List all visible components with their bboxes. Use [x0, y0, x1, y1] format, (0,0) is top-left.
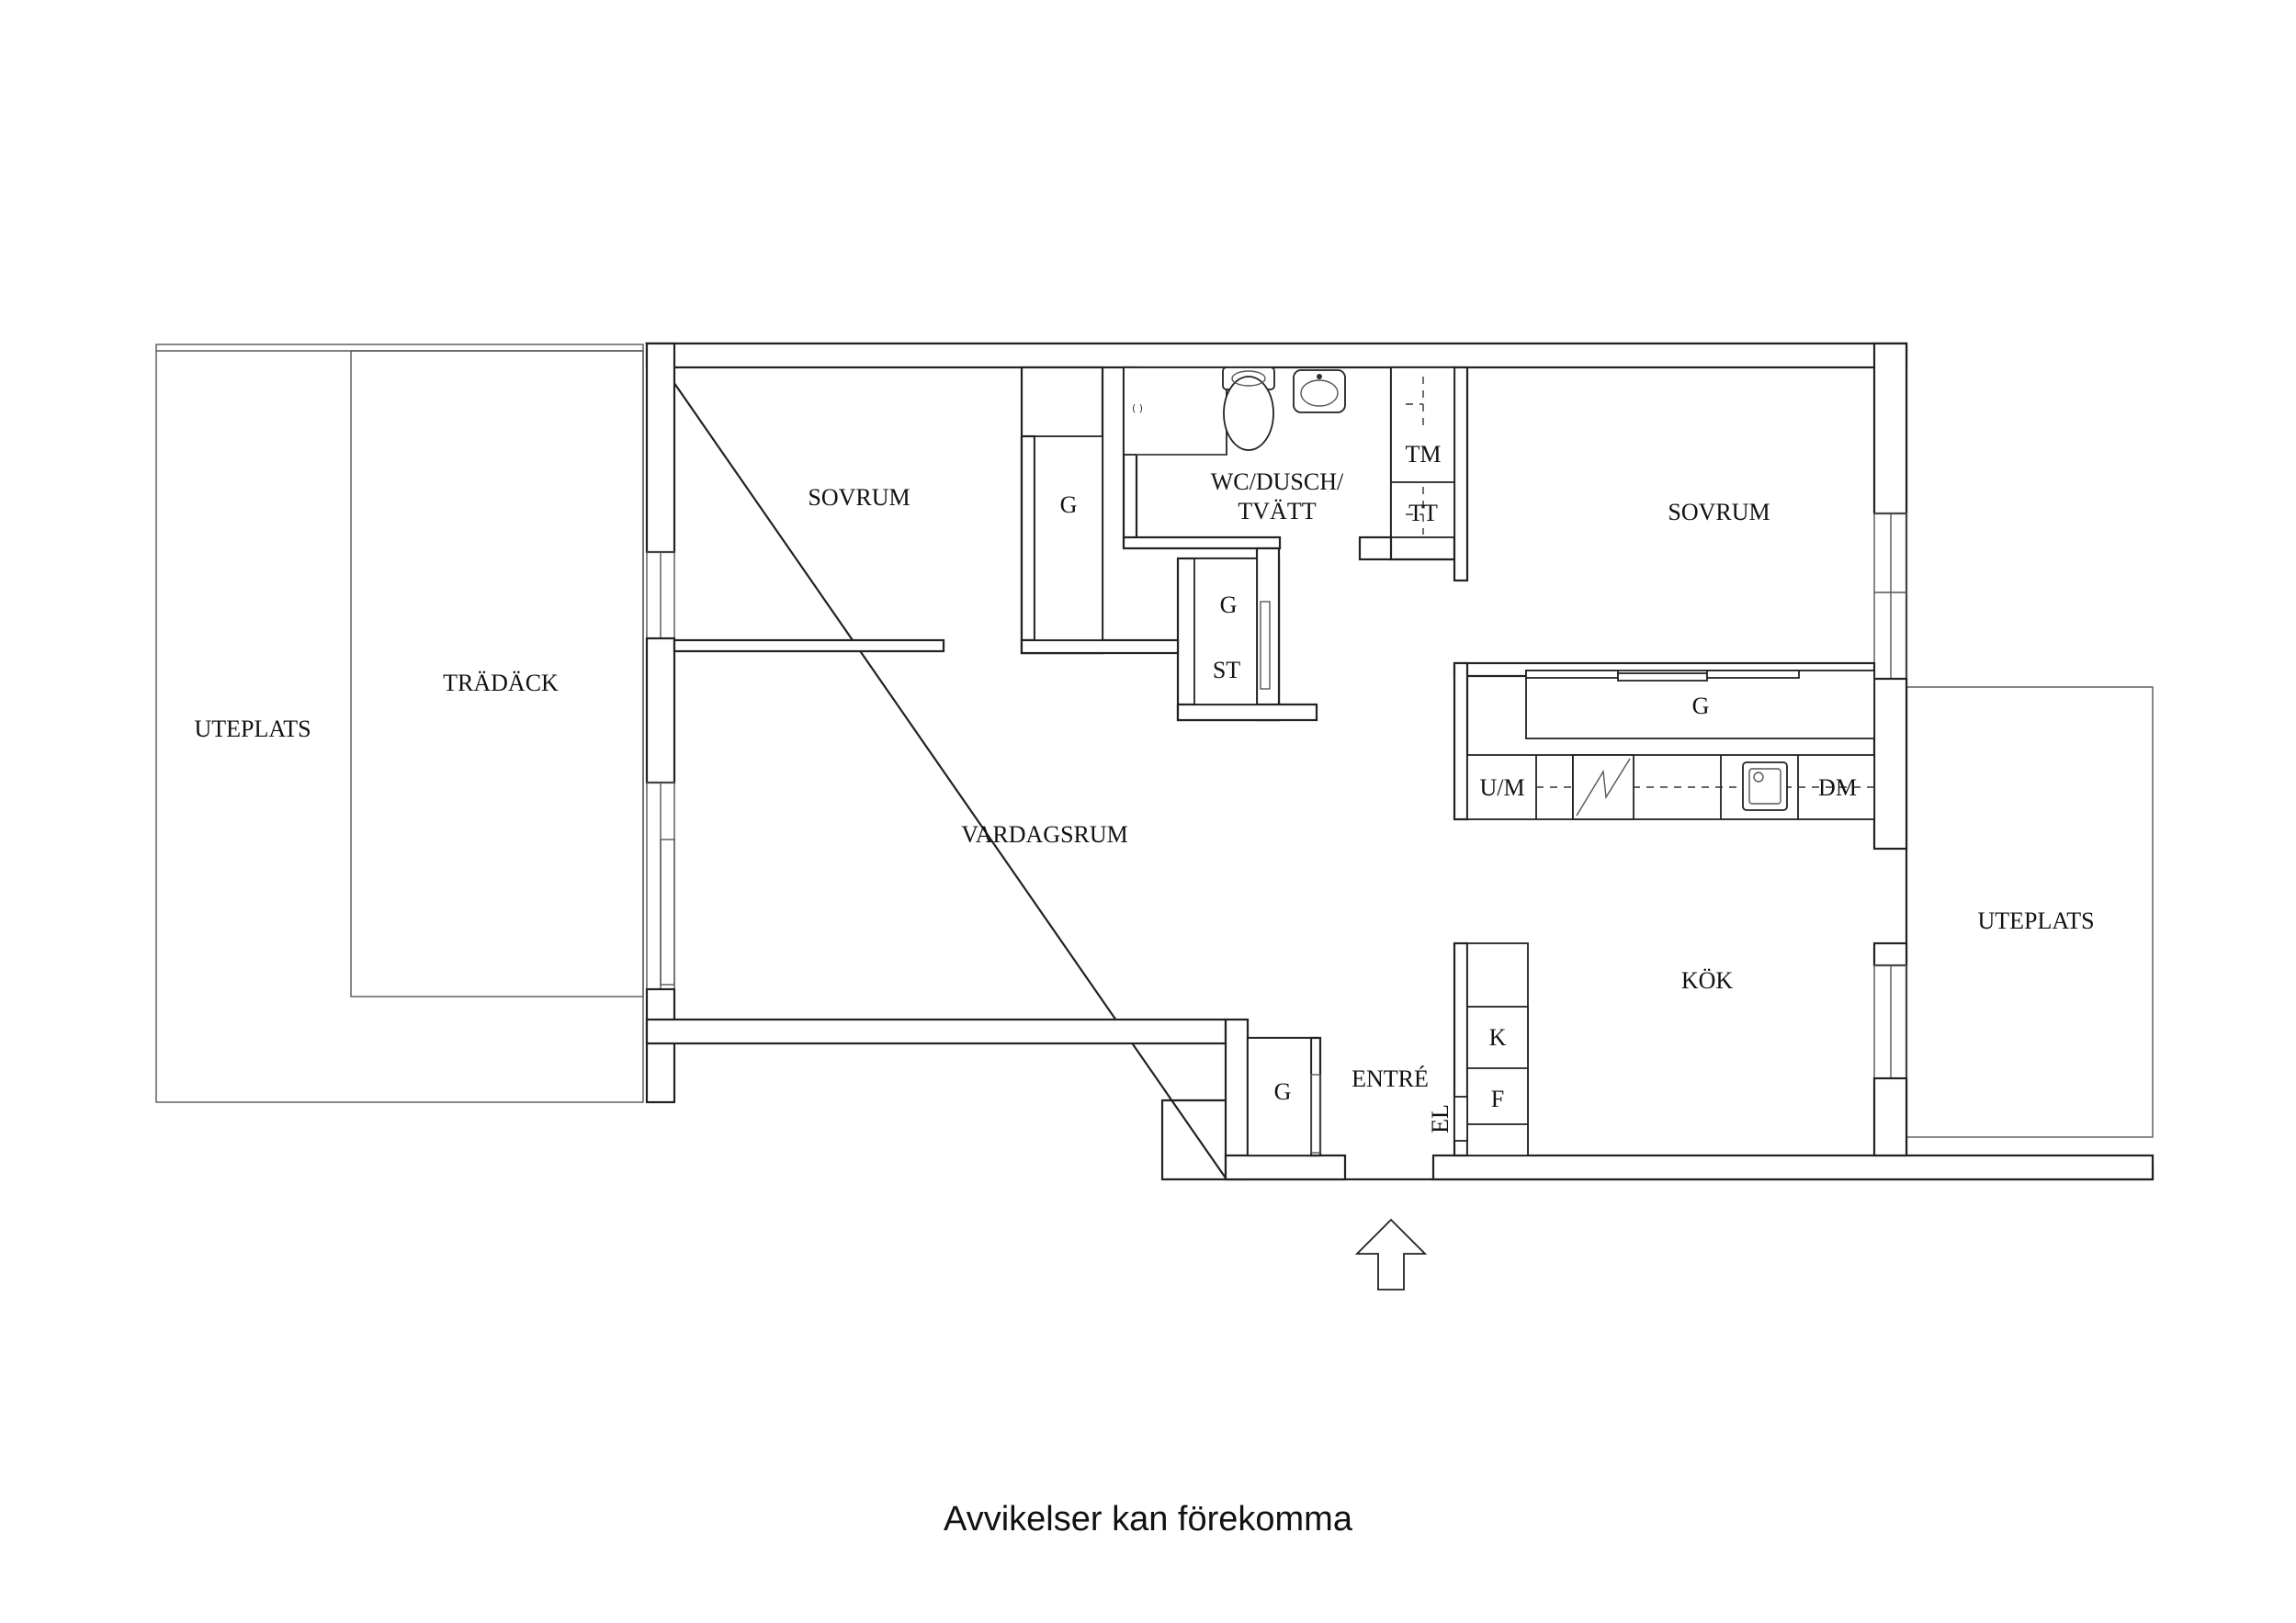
sink-icon [1293, 369, 1346, 413]
label-tradack: TRÄDÄCK [443, 670, 559, 696]
label-el: EL [1427, 1104, 1453, 1133]
label-dm: DM [1818, 774, 1857, 801]
label-sovrum-right: SOVRUM [1668, 499, 1770, 525]
el-panel [1453, 1096, 1468, 1142]
kitchen-sink-icon [1742, 761, 1788, 811]
hall-closet [1193, 558, 1258, 705]
label-wc: WC/DUSCH/ [1211, 468, 1344, 495]
label-tt: TT [1408, 500, 1438, 526]
label-entre: ENTRÉ [1352, 1065, 1429, 1092]
entre-closet [1247, 1037, 1312, 1156]
label-uteplats-right: UTEPLATS [1977, 907, 2094, 934]
disclaimer-caption: Avvikelser kan förekomma [944, 1500, 1352, 1538]
entrance-arrow-icon [1354, 1218, 1428, 1291]
closet-kitchen [1525, 670, 1875, 739]
label-storage-hall: ST [1213, 657, 1240, 683]
label-um: U/M [1479, 774, 1524, 801]
label-f: F [1491, 1086, 1504, 1112]
label-closet-kitchen: G [1692, 693, 1710, 719]
stove-icon [1572, 754, 1634, 820]
closet-left-bedroom [1034, 435, 1103, 641]
label-kok: KÖK [1681, 967, 1734, 994]
label-vardagsrum: VARDAGSRUM [961, 821, 1128, 848]
tradack-area [350, 350, 644, 997]
label-closet-hall: G [1220, 592, 1238, 618]
label-k: K [1489, 1024, 1507, 1051]
label-closet-sovrum-left: G [1060, 491, 1078, 518]
svg-text:( ): ( ) [1132, 402, 1143, 414]
shower: ( ) [1123, 366, 1227, 456]
kitchen-counter [1466, 754, 1875, 820]
toilet-icon [1222, 366, 1275, 451]
label-wc-2: TVÄTT [1238, 498, 1316, 524]
label-sovrum-left: SOVRUM [808, 484, 910, 511]
fridge-freezer [1466, 942, 1529, 1156]
label-tm: TM [1406, 441, 1442, 468]
washer-dryer [1390, 366, 1455, 538]
label-closet-entre: G [1274, 1078, 1292, 1105]
label-uteplats-left: UTEPLATS [194, 716, 311, 742]
